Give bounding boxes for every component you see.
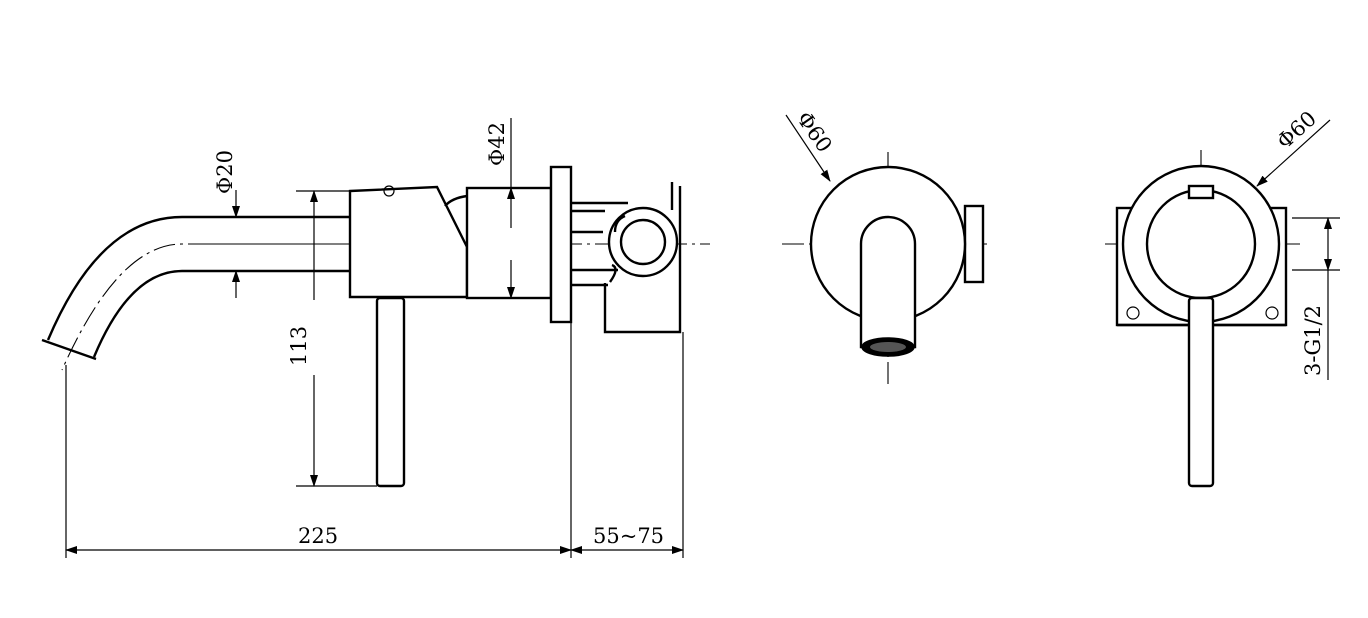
rear-view: Φ60 3-G1/2 [1105,106,1340,490]
dim-length: 225 55~75 [65,323,684,558]
bracket-hole-right [1265,306,1279,320]
label-spout-diameter: Φ20 [213,150,237,194]
wall-plate [549,165,573,324]
dim-body-diameter: Φ42 [485,118,515,299]
label-rear-plate-diameter: Φ60 [1272,106,1321,153]
valve-inner-ring [619,218,667,266]
dim-spout-diameter: Φ20 [213,150,240,298]
dim-height: 113 [287,190,377,487]
label-body-diameter: Φ42 [485,122,509,166]
front-view: Φ60 [782,107,990,385]
rear-lever-top [1187,184,1215,200]
in-wall-box [571,182,682,334]
label-wall-range: 55~75 [593,524,664,548]
side-view: Φ20 Φ42 113 225 55~75 [41,118,710,558]
label-length: 225 [298,524,338,548]
front-body-edge [963,204,985,284]
spout [41,215,350,371]
label-front-plate-diameter: Φ60 [792,107,837,157]
set-screw [383,185,395,197]
front-spout [859,215,917,349]
label-inlet: 3-G1/2 [1301,305,1325,376]
body-cylinder [465,186,553,300]
mixer-body [348,185,553,300]
bracket-hole-left [1126,306,1140,320]
rear-lever-handle [1187,296,1215,488]
label-height: 113 [287,326,311,366]
lever-handle [375,296,406,488]
